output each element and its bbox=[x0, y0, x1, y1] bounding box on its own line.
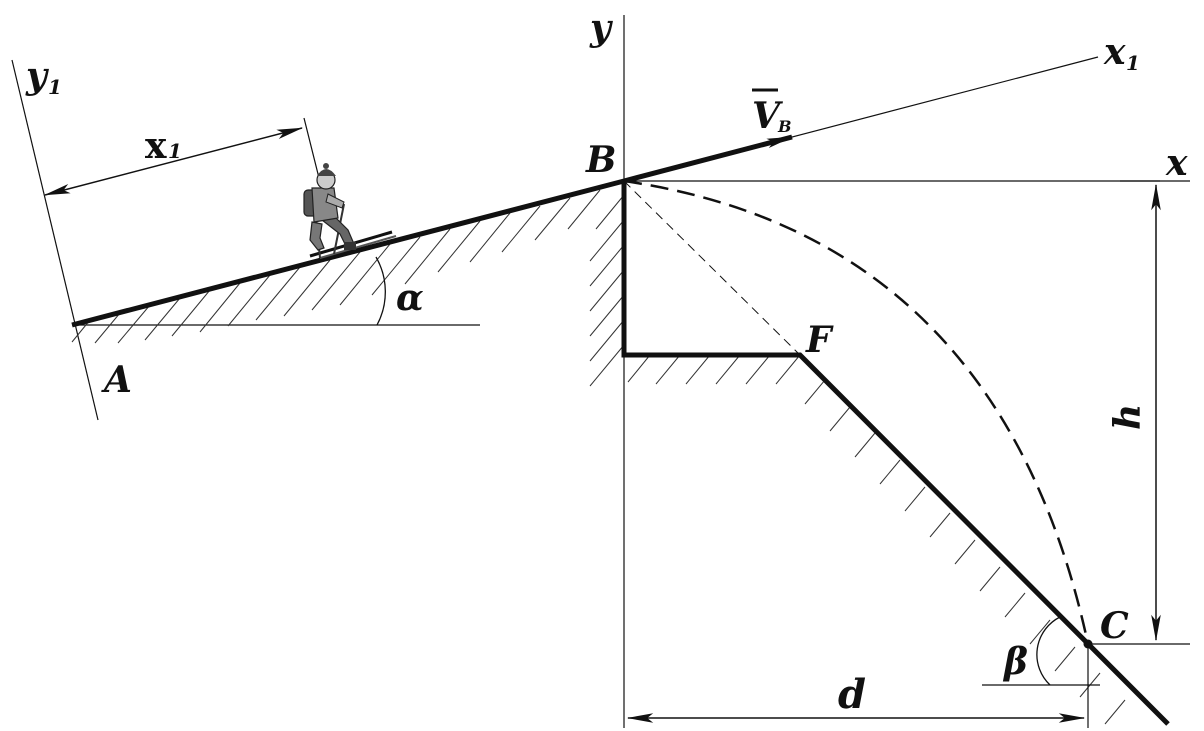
skier-icon bbox=[303, 163, 397, 259]
label-x1-dim-sub: 1 bbox=[168, 139, 182, 163]
label-velocity-sub: B bbox=[777, 117, 792, 136]
x1-dimension-line bbox=[43, 127, 304, 196]
label-y1: y bbox=[25, 55, 49, 97]
wall-hatching bbox=[589, 194, 625, 387]
slope-hatching bbox=[71, 189, 601, 344]
label-point-a: A bbox=[101, 359, 132, 401]
label-point-b: B bbox=[585, 139, 616, 181]
velocity-arrow bbox=[623, 134, 794, 184]
label-x1-axis: x bbox=[1103, 31, 1126, 73]
label-y: y bbox=[589, 7, 613, 49]
y1-axis bbox=[11, 59, 99, 421]
label-height: h bbox=[1107, 404, 1149, 430]
label-point-f: F bbox=[805, 319, 834, 361]
label-angle-alpha: α bbox=[396, 277, 424, 319]
slope-ab bbox=[71, 178, 625, 328]
chord-bc bbox=[623, 180, 801, 356]
label-x: x bbox=[1165, 142, 1188, 184]
label-distance: d bbox=[838, 671, 866, 718]
label-y1-sub: 1 bbox=[48, 75, 62, 99]
point-c-dot bbox=[1083, 639, 1093, 649]
trajectory bbox=[623, 179, 1090, 645]
label-point-c: C bbox=[1100, 605, 1129, 647]
angle-alpha-arc bbox=[375, 256, 386, 326]
landing-profile bbox=[621, 181, 1170, 726]
label-angle-beta: β bbox=[1002, 641, 1028, 683]
label-velocity: V bbox=[752, 95, 783, 137]
label-x1-axis-sub: 1 bbox=[1126, 51, 1140, 75]
angle-beta-arc bbox=[1036, 616, 1061, 686]
step-hatching bbox=[627, 354, 801, 385]
x1-extension-line bbox=[303, 117, 321, 183]
label-x1-dim: x bbox=[145, 125, 167, 167]
